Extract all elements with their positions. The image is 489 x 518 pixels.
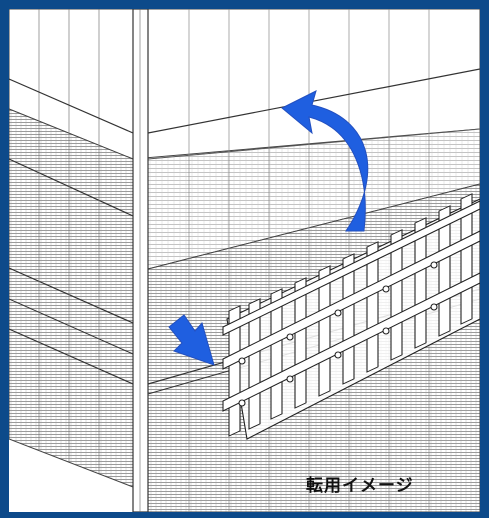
- curved-up-arrow-icon: [281, 90, 369, 232]
- illustration-canvas: [9, 9, 480, 512]
- building-left-face: [9, 9, 134, 488]
- caption-label: 転用イメージ: [306, 476, 414, 496]
- building-corner: [132, 9, 149, 512]
- roof-edge: [9, 68, 480, 134]
- formwork-panel: [222, 193, 480, 440]
- diagonal-arrow-icon: [168, 314, 215, 366]
